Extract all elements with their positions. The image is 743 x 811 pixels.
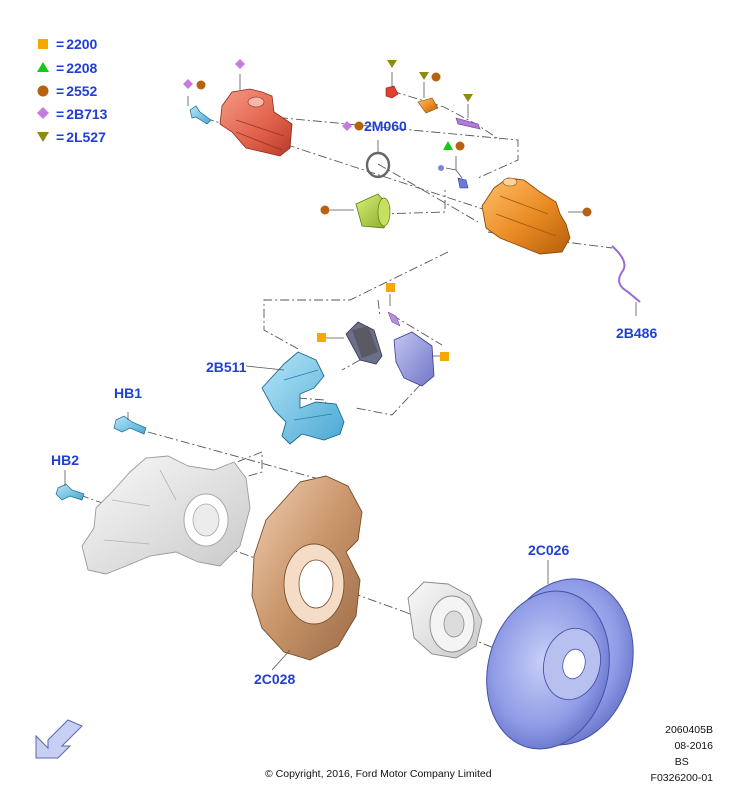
- marker-diamond-icon: [235, 59, 245, 69]
- legend-diamond-icon: [37, 107, 49, 119]
- marker-square-icon: [317, 333, 326, 342]
- marker-circle-icon: [431, 72, 441, 82]
- piston-housing: [219, 88, 293, 157]
- splash-shield: [251, 475, 363, 661]
- callout-wear-sensor: 2B486: [616, 325, 658, 341]
- legend-row-2b713: =2B713: [56, 106, 108, 122]
- callout-splash-shield: 2C028: [254, 671, 296, 687]
- caliper-bracket: [261, 351, 345, 445]
- legend-code: 2552: [66, 83, 98, 99]
- seal-ring: [365, 151, 391, 179]
- callout-seal: 2M060: [364, 118, 407, 134]
- marker-square-icon: [440, 352, 449, 361]
- bolt-hb1: [113, 415, 147, 435]
- marker-square-icon: [386, 283, 395, 292]
- figure-date: 08-2016: [674, 740, 713, 752]
- callout-bolt-hb1: HB1: [114, 385, 143, 401]
- hub-bearing: [407, 581, 483, 659]
- marker-diamond-icon: [183, 79, 193, 89]
- figure-bs: BS: [674, 756, 689, 768]
- legend-row-2200: =2200: [56, 36, 98, 52]
- brake-pads: [345, 311, 435, 387]
- legend-code: 2208: [66, 60, 98, 76]
- illustration-id: 2060405B: [665, 724, 713, 736]
- legend-code: 2L527: [66, 129, 106, 145]
- steering-knuckle: [81, 455, 251, 575]
- callout-rotor: 2C026: [528, 542, 570, 558]
- caliper-housing: [481, 177, 571, 255]
- bleeder-parts: [385, 85, 481, 189]
- marker-triangle-down-icon: [387, 60, 397, 68]
- callout-caliper-bracket: 2B511: [206, 359, 247, 375]
- brake-rotor: [486, 578, 634, 750]
- figure-meta: 2060405B 08-2016 BS F0326200-01: [651, 722, 713, 786]
- marker-circle-icon: [582, 207, 592, 217]
- legend-triangle-down-icon: [37, 132, 49, 142]
- legend-code: 2B713: [66, 106, 108, 122]
- bolt-hb2: [55, 483, 85, 501]
- callout-bolt-hb2: HB2: [51, 452, 80, 468]
- callout-leaders: [64, 72, 637, 671]
- legend-row-2552: =2552: [56, 83, 98, 99]
- part-markers: [183, 59, 592, 361]
- figure-id: F0326200-01: [650, 772, 713, 784]
- legend-code: 2200: [66, 36, 98, 52]
- marker-circle-icon: [455, 141, 465, 151]
- marker-triangle-down-icon: [463, 94, 473, 102]
- direction-arrow-icon: [35, 719, 83, 759]
- legend-row-2l527: =2L527: [56, 129, 106, 145]
- legend-row-2208: =2208: [56, 60, 98, 76]
- marker-triangle-down-icon: [419, 72, 429, 80]
- marker-diamond-icon: [342, 121, 352, 131]
- legend-square-icon: [38, 39, 48, 49]
- wear-sensor-wire: [611, 245, 641, 303]
- legend-symbols: [37, 39, 49, 142]
- marker-circle-icon: [354, 121, 364, 131]
- legend-triangle-icon: [37, 62, 49, 72]
- copyright-text: © Copyright, 2016, Ford Motor Company Li…: [265, 768, 492, 780]
- adjuster-screw: [189, 105, 212, 125]
- marker-triangle-icon: [443, 141, 453, 150]
- caliper-piston: [355, 193, 391, 229]
- legend-circle-icon: [37, 85, 49, 97]
- marker-circle-icon: [196, 80, 206, 90]
- marker-circle-icon: [320, 205, 330, 215]
